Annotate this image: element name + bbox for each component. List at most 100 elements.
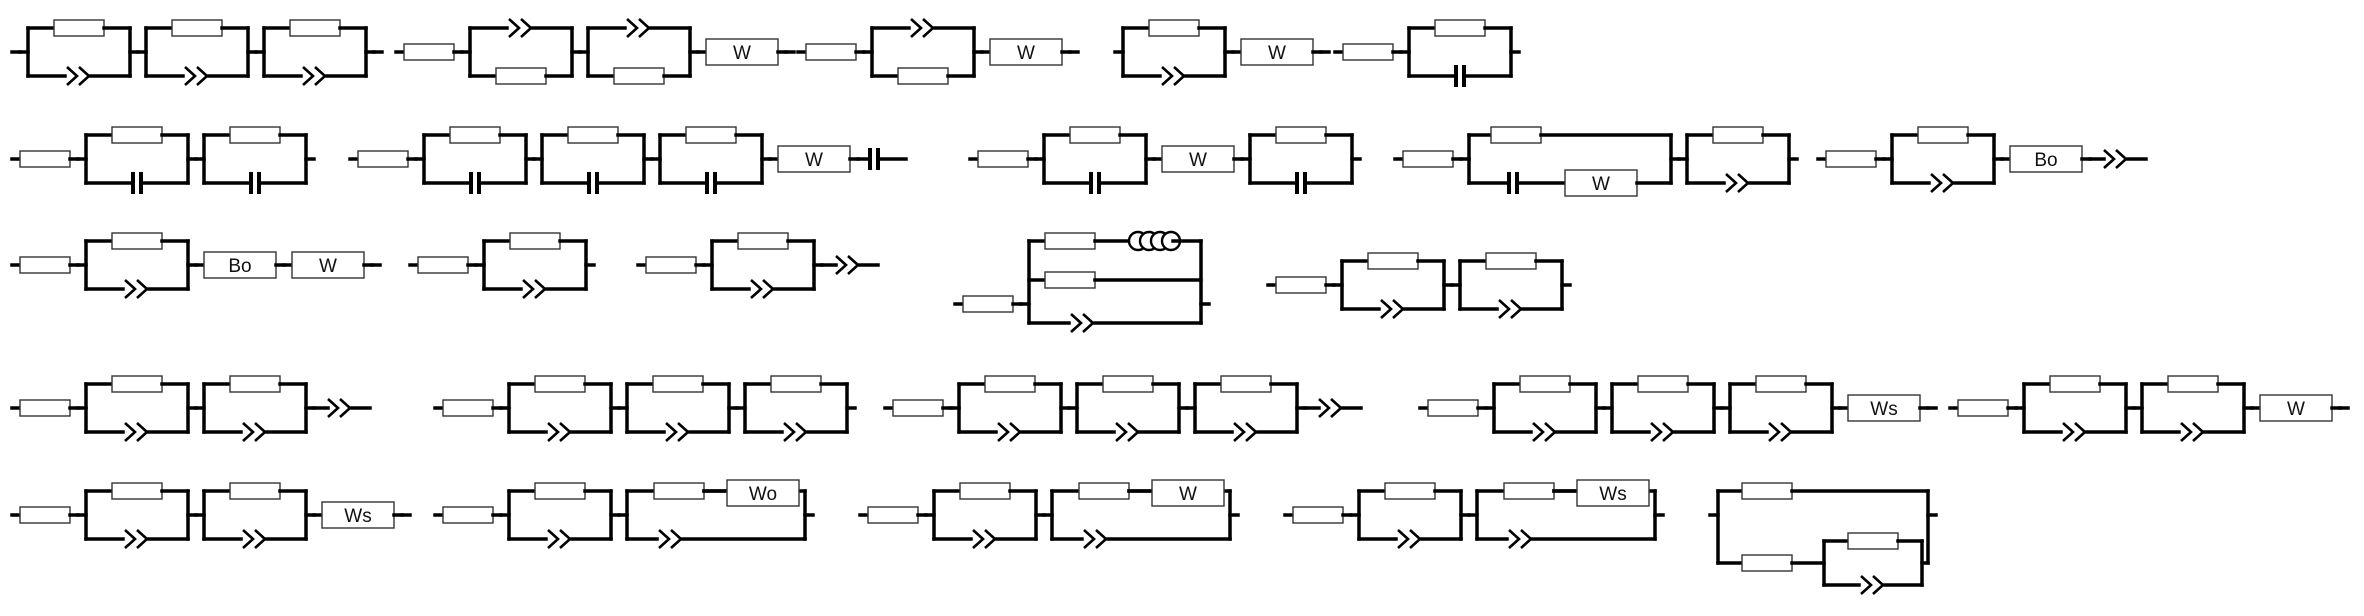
- circuit-17: [433, 375, 857, 442]
- resistor: [442, 506, 494, 524]
- resistor: [357, 150, 409, 168]
- resistor: [1044, 271, 1096, 289]
- resistor: [1519, 375, 1571, 393]
- resistor: [229, 482, 281, 500]
- resistor: [1755, 375, 1807, 393]
- resistor: [1712, 126, 1764, 144]
- resistor: [1102, 375, 1154, 393]
- cpe-element: [750, 279, 775, 299]
- circuit-21: Ws: [10, 482, 412, 549]
- cpe-element: [1508, 529, 1533, 549]
- cpe-element: [522, 279, 547, 299]
- circuit-14: [953, 230, 1211, 333]
- cpe-element: [1115, 422, 1140, 442]
- resistor: [867, 506, 919, 524]
- resistor: [652, 375, 704, 393]
- resistor: [1367, 252, 1419, 270]
- resistor: [1402, 150, 1454, 168]
- cpe-element: [66, 66, 91, 86]
- resistor: [1148, 19, 1200, 37]
- cpe-element: [2062, 422, 2087, 442]
- resistor: [977, 150, 1029, 168]
- circuit-25: [1708, 482, 1938, 595]
- resistor: [403, 43, 455, 61]
- cpe-element: [1233, 422, 1258, 442]
- circuit-10: Bo: [1816, 126, 2148, 193]
- element-box: [1576, 479, 1650, 507]
- circuit-20: W: [1948, 375, 2350, 442]
- circuit-16: [10, 375, 372, 442]
- element-box: [1161, 145, 1235, 173]
- resistor: [805, 43, 857, 61]
- cpe-element: [1397, 529, 1422, 549]
- resistor: [442, 399, 494, 417]
- element-box: [989, 38, 1063, 66]
- element-box: [726, 479, 800, 507]
- resistor: [1044, 232, 1096, 250]
- element-box: [321, 501, 395, 529]
- resistor: [19, 256, 71, 274]
- element-box: [1240, 38, 1314, 66]
- resistor: [1275, 126, 1327, 144]
- resistor: [1825, 150, 1877, 168]
- cpe-element: [508, 18, 533, 38]
- cpe-element: [1725, 173, 1750, 193]
- resistor: [1957, 399, 2009, 417]
- resistor: [111, 232, 163, 250]
- resistor: [534, 375, 586, 393]
- circuit-13: [636, 232, 880, 299]
- resistor: [1275, 276, 1327, 294]
- cpe-element: [1930, 173, 1955, 193]
- circuit-18: [883, 375, 1363, 442]
- resistor: [1220, 375, 1272, 393]
- element-label: W: [2287, 399, 2305, 420]
- cpe-element: [1380, 299, 1405, 319]
- circuit-2: W: [394, 18, 796, 85]
- circuit-4: W: [1113, 19, 1331, 86]
- circuit-9: W: [1393, 126, 1799, 197]
- resistor: [2049, 375, 2101, 393]
- cpe-element: [972, 529, 997, 549]
- element-label: Wo: [749, 484, 777, 505]
- element-label: W: [805, 150, 823, 171]
- element-label: Bo: [2034, 150, 2057, 171]
- element-label: W: [1592, 174, 1610, 195]
- cpe-element: [783, 422, 808, 442]
- resistor: [1847, 532, 1899, 550]
- resistor: [509, 232, 561, 250]
- resistor: [1427, 399, 1479, 417]
- circuit-8: W: [968, 126, 1362, 194]
- circuit-24: Ws: [1283, 479, 1665, 549]
- element-box: [1151, 479, 1225, 507]
- resistor: [1917, 126, 1969, 144]
- resistor: [1292, 506, 1344, 524]
- cpe-element: [1650, 422, 1675, 442]
- element-box: [1564, 169, 1638, 197]
- resistor: [892, 399, 944, 417]
- element-label: W: [1189, 150, 1207, 171]
- resistor: [1503, 482, 1555, 500]
- element-label: Ws: [1599, 484, 1626, 505]
- resistor: [1384, 482, 1436, 500]
- element-box: [705, 38, 779, 66]
- resistor: [53, 19, 105, 37]
- resistor: [1078, 482, 1130, 500]
- cpe-element: [1070, 313, 1095, 333]
- resistor: [289, 19, 341, 37]
- cpe-element: [124, 422, 149, 442]
- resistor: [417, 256, 469, 274]
- resistor: [19, 150, 71, 168]
- resistor: [962, 295, 1014, 313]
- resistor: [19, 506, 71, 524]
- resistor: [534, 482, 586, 500]
- resistor: [685, 126, 737, 144]
- resistor: [984, 375, 1036, 393]
- resistor: [1741, 554, 1793, 572]
- resistor: [1342, 43, 1394, 61]
- circuit-7: W: [348, 126, 908, 194]
- cpe-element: [124, 279, 149, 299]
- cpe-element: [302, 66, 327, 86]
- resistor: [613, 67, 665, 85]
- cpe-element: [1532, 422, 1557, 442]
